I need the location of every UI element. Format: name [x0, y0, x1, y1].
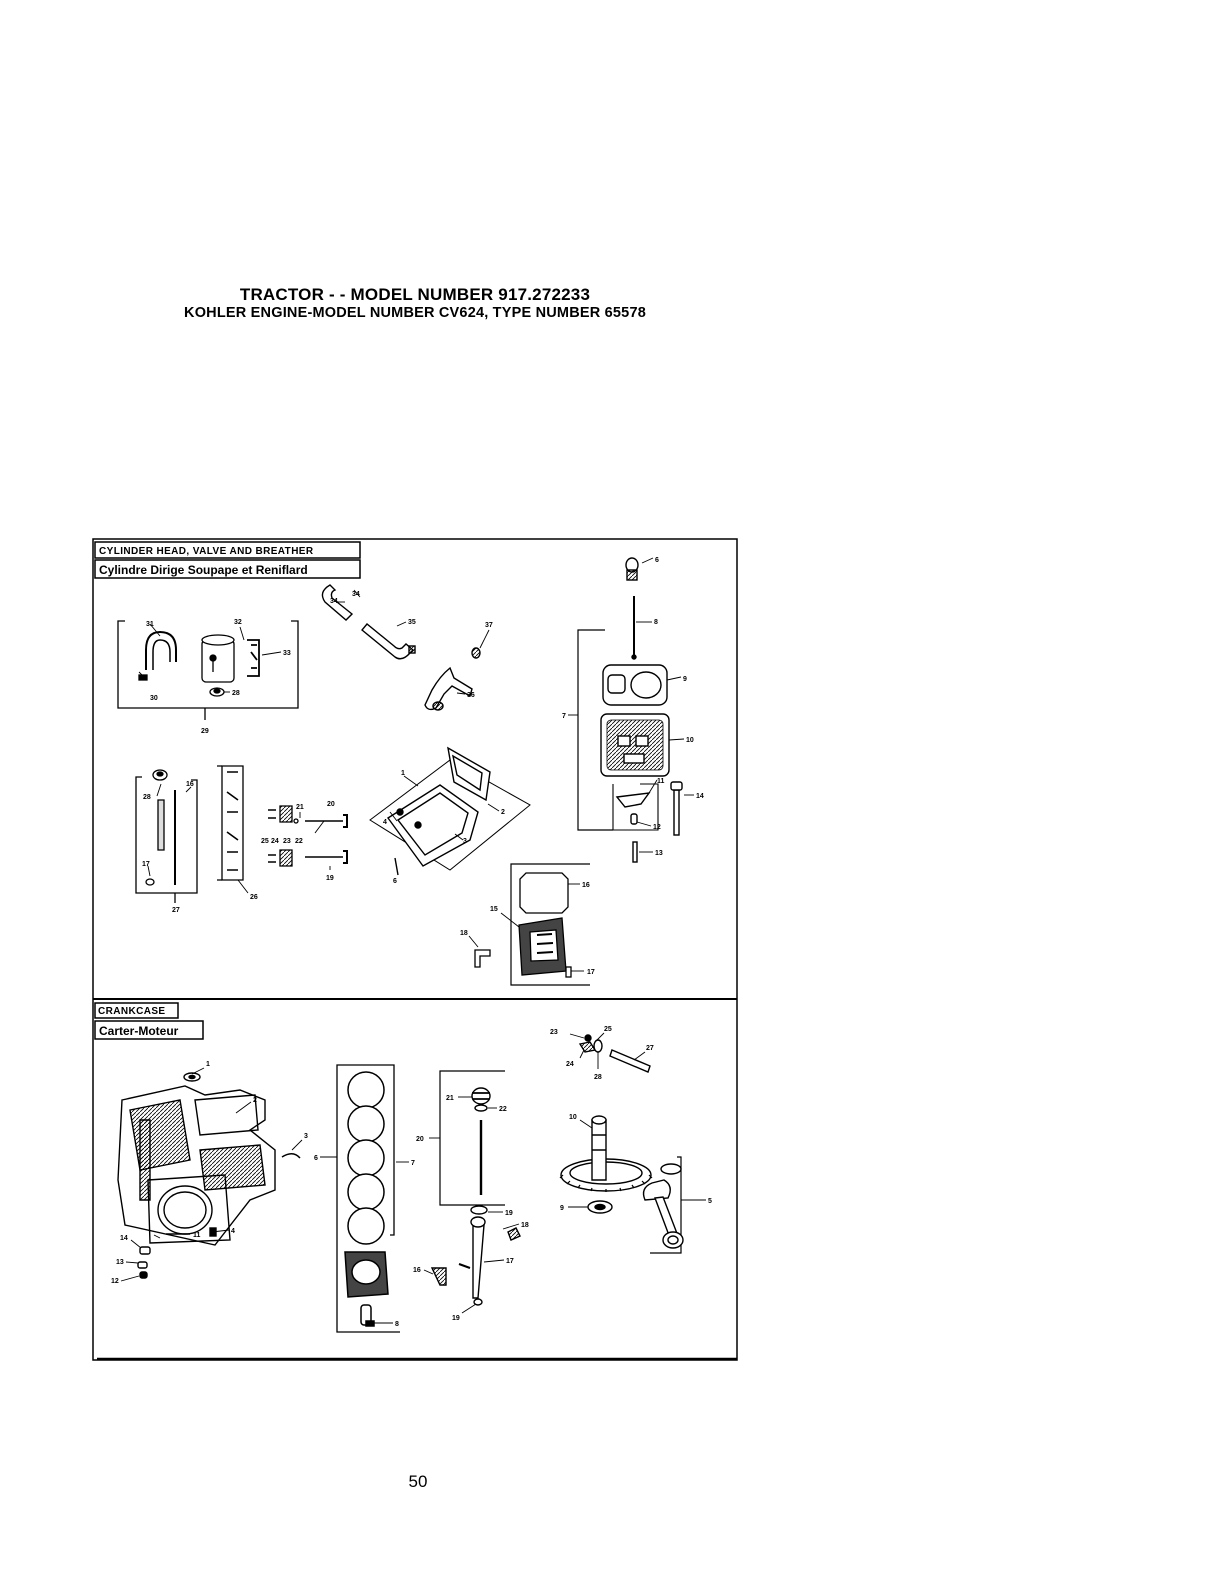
callout: 16: [186, 781, 194, 788]
callout: 12: [653, 824, 661, 831]
callout: 4: [383, 819, 387, 826]
callout: 13: [655, 850, 663, 857]
callout: 11: [657, 778, 665, 785]
callout: 7: [562, 713, 566, 720]
callout: 35: [408, 619, 416, 626]
callout: 34: [352, 591, 360, 598]
page-number: 50: [408, 1472, 428, 1491]
callout: 32: [234, 619, 242, 626]
callout: 17: [506, 1258, 514, 1265]
callout: 3: [304, 1133, 308, 1140]
page-title: TRACTOR - - MODEL NUMBER 917.272233: [239, 285, 591, 304]
callout: 6: [393, 878, 397, 885]
hoses-group: [321, 584, 481, 711]
oil-pickup-group: [430, 1070, 521, 1306]
callout: 33: [283, 650, 291, 657]
callout: 2: [253, 1097, 257, 1104]
callout: 6: [314, 1155, 318, 1162]
breather-assembly-group: [117, 620, 299, 720]
callout: 8: [654, 619, 658, 626]
callout: 24: [271, 838, 279, 845]
callout: 28: [143, 794, 151, 801]
leader-lines: [120, 557, 706, 1324]
callout: 21: [296, 804, 304, 811]
valve-cover-group: [369, 746, 531, 876]
callout: 19: [326, 875, 334, 882]
callout: 25: [604, 1026, 612, 1033]
callout: 20: [327, 801, 335, 808]
callout: 3: [463, 838, 467, 845]
camshaft-group: [559, 1034, 653, 1214]
page-subtitle: KOHLER ENGINE-MODEL NUMBER CV624, TYPE N…: [184, 305, 646, 321]
callout: 1: [401, 770, 405, 777]
callout: 28: [232, 690, 240, 697]
cylinder-head-group: [577, 557, 683, 863]
piston-rings-group: [336, 1064, 400, 1333]
callout: 27: [646, 1045, 654, 1052]
callout: 10: [569, 1114, 577, 1121]
callout: 23: [283, 838, 291, 845]
callout: 29: [201, 728, 209, 735]
callout: 27: [172, 907, 180, 914]
callout: 36: [467, 692, 475, 699]
callout: 4: [231, 1228, 235, 1235]
callout: 5: [708, 1198, 712, 1205]
callout: 8: [395, 1321, 399, 1328]
callout: 18: [521, 1222, 529, 1229]
callout: 14: [120, 1235, 128, 1242]
callout: 26: [250, 894, 258, 901]
section-cylinder-head-title: CYLINDER HEAD, VALVE AND BREATHER Cylind…: [94, 541, 361, 579]
callout: 23: [550, 1029, 558, 1036]
callout: 30: [150, 695, 158, 702]
diagram-frame: [92, 538, 738, 1361]
callout: 19: [452, 1315, 460, 1322]
callout: 17: [142, 861, 150, 868]
callout: 17: [587, 969, 595, 976]
callout: 19: [505, 1210, 513, 1217]
callouts-cylinder-head: 6 8 9 10 11 12 14 13 16 17 15 18 34 34 3…: [142, 557, 704, 976]
callouts-crankcase: 1 2 3 4 6 7 8 11 13 12 14 20 21 22 19 18…: [111, 1026, 712, 1328]
callout: 22: [499, 1106, 507, 1113]
callout: 13: [116, 1259, 124, 1266]
callout: 14: [696, 793, 704, 800]
callout: 10: [686, 737, 694, 744]
air-cleaner-cover-group: [474, 863, 590, 986]
callout: 9: [683, 676, 687, 683]
callout: 28: [594, 1074, 602, 1081]
callout: 34: [330, 598, 338, 605]
callout: 12: [111, 1278, 119, 1285]
section-crankcase-title: CRANKCASE Carter-Moteur: [94, 1002, 204, 1040]
section-crankcase-title-en: CRANKCASE: [98, 1006, 166, 1017]
callout: 16: [413, 1267, 421, 1274]
callout: 7: [411, 1160, 415, 1167]
callout: 1: [206, 1061, 210, 1068]
callout: 21: [446, 1095, 454, 1102]
callout: 6: [655, 557, 659, 564]
callout: 31: [146, 621, 154, 628]
callout: 24: [566, 1061, 574, 1068]
callout: 2: [501, 809, 505, 816]
callout: 9: [560, 1205, 564, 1212]
callout: 25: [261, 838, 269, 845]
callout: 15: [490, 906, 498, 913]
callout: 37: [485, 622, 493, 629]
section-crankcase-title-fr: Carter-Moteur: [99, 1024, 179, 1038]
callout: 11: [193, 1232, 201, 1239]
section-cylinder-head-title-fr: Cylindre Dirige Soupape et Reniflard: [99, 563, 308, 577]
crankcase-block-group: [117, 1072, 301, 1279]
callout: 16: [582, 882, 590, 889]
callout: 22: [295, 838, 303, 845]
connecting-rod-group: [642, 1156, 684, 1254]
section-cylinder-head-title-en: CYLINDER HEAD, VALVE AND BREATHER: [99, 546, 314, 557]
valve-train-group: [135, 765, 348, 903]
callout: 18: [460, 930, 468, 937]
callout: 20: [416, 1136, 424, 1143]
